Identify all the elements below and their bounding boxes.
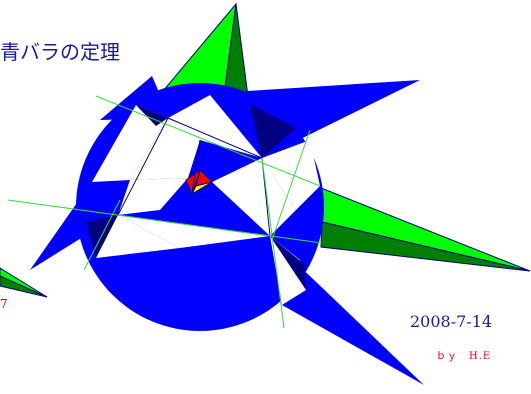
edge-mark-label: 7 bbox=[0, 297, 8, 311]
green-line-3 bbox=[83, 199, 121, 271]
blue-spike-right-upper bbox=[200, 80, 420, 158]
blue-spike-upper-left bbox=[100, 76, 170, 120]
navy-triangle-top-right bbox=[250, 104, 296, 158]
green-spike-left-light bbox=[0, 267, 48, 298]
center-vertical-line bbox=[191, 139, 201, 195]
center-red-triangle-left bbox=[185, 168, 201, 196]
white-region-center-right bbox=[212, 158, 296, 236]
white-region-bottom-left bbox=[92, 215, 180, 258]
blue-spike-left bbox=[30, 180, 118, 270]
center-yellow-triangle bbox=[190, 181, 213, 196]
white-region-upper-left-inner bbox=[130, 118, 200, 180]
blue-spike-bottom-right bbox=[270, 238, 424, 385]
white-region-left bbox=[118, 178, 188, 215]
navy-triangle-top-left bbox=[136, 105, 168, 126]
date-label: 2008-7-14 bbox=[410, 312, 493, 331]
green-line-1 bbox=[95, 95, 321, 187]
white-region-right bbox=[262, 140, 320, 210]
green-spike-right-dark bbox=[320, 221, 531, 272]
author-label: ｂｙ H.E bbox=[436, 351, 492, 362]
navy-triangle-bottom-right bbox=[270, 236, 306, 290]
white-region-lower-center bbox=[118, 215, 270, 248]
navy-triangle-left bbox=[86, 215, 118, 258]
green-line-2 bbox=[7, 199, 323, 244]
white-region-top-left bbox=[92, 105, 168, 182]
green-line-5 bbox=[271, 129, 311, 241]
figure-title: 青バラの定理 bbox=[0, 40, 120, 64]
green-line-4 bbox=[261, 157, 285, 329]
white-region-top bbox=[168, 95, 262, 158]
